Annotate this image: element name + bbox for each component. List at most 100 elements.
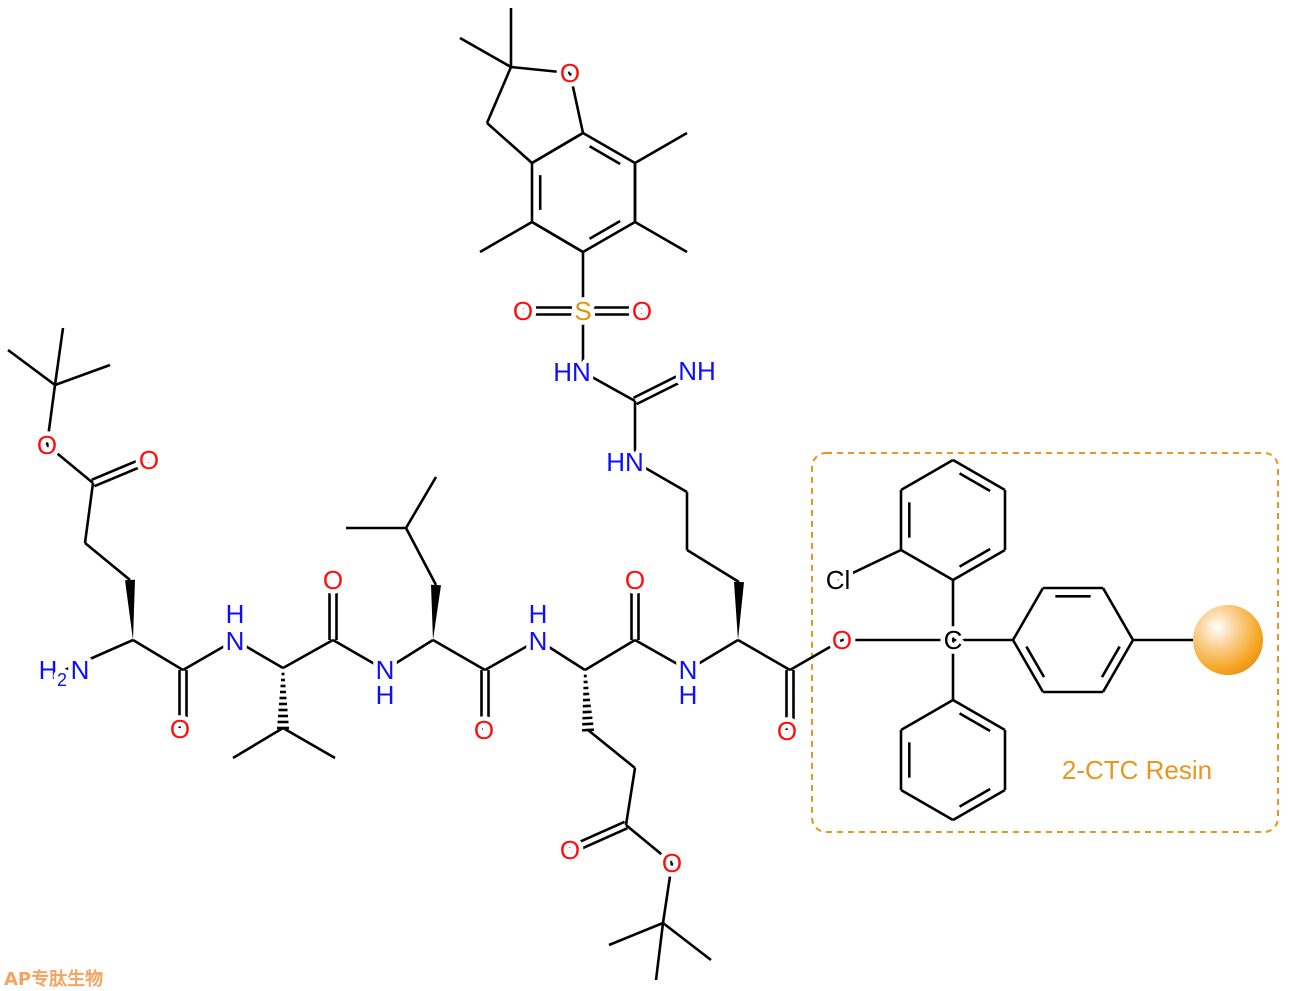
- atom-o: O: [632, 296, 652, 326]
- double-bond: [635, 372, 698, 406]
- aromatic-bond: [1100, 645, 1121, 678]
- single-bond: [84, 541, 131, 582]
- ring-bond: [582, 220, 636, 254]
- aromatic-bond: [958, 712, 991, 733]
- atom-o: O: [560, 58, 580, 88]
- single-bond: [537, 638, 586, 672]
- single-bond: [608, 921, 664, 947]
- ring-bond: [1011, 639, 1045, 693]
- ring-bond: [900, 698, 954, 732]
- hash-bond: [581, 728, 595, 732]
- single-bond: [53, 327, 65, 386]
- single-bond: [404, 527, 438, 586]
- ring-bond: [952, 698, 1006, 732]
- bonds: [7, 8, 1193, 981]
- single-bond: [459, 36, 512, 69]
- ring-bond: [900, 788, 954, 822]
- single-bond: [234, 638, 284, 670]
- atom-o: O: [513, 296, 533, 326]
- atom-cl: Cl: [826, 565, 851, 595]
- ring-bond: [952, 788, 1006, 822]
- watermark-logo: AP专肽生物: [4, 968, 103, 990]
- single-bond: [587, 728, 636, 770]
- single-bond: [634, 638, 689, 672]
- aromatic-bond: [588, 145, 621, 166]
- atom-h: H: [226, 599, 245, 629]
- atom-h: H: [39, 655, 58, 685]
- single-bond: [662, 921, 712, 962]
- atom-n: N: [71, 655, 90, 685]
- wedge-bond: [431, 584, 441, 640]
- aromatic-bond: [958, 787, 991, 808]
- atom-o: O: [37, 430, 57, 460]
- single-bond: [282, 638, 334, 670]
- atom-c: C: [944, 625, 963, 655]
- single-bond: [661, 862, 674, 924]
- double-bond: [570, 827, 628, 855]
- aromatic-bond: [588, 219, 621, 240]
- atom-o: O: [662, 848, 682, 878]
- ring-bond: [531, 131, 584, 165]
- single-bond: [584, 638, 636, 672]
- double-bond: [91, 455, 148, 481]
- ring-bond: [531, 220, 584, 254]
- atom-o: O: [832, 625, 852, 655]
- single-bond: [54, 363, 111, 387]
- atom-o: O: [777, 716, 797, 746]
- single-bond: [282, 726, 336, 760]
- wedge-bond: [125, 579, 135, 640]
- double-bond: [568, 820, 626, 848]
- resin-box: [811, 452, 1279, 833]
- single-bond: [568, 72, 585, 134]
- single-bond: [582, 370, 636, 403]
- single-bond: [45, 384, 57, 446]
- single-bond: [384, 638, 434, 672]
- ring-bond: [900, 548, 954, 582]
- single-bond: [737, 638, 791, 672]
- single-bond: [484, 638, 539, 672]
- single-bond: [510, 65, 571, 75]
- single-bond: [64, 638, 134, 672]
- single-bond: [83, 482, 95, 544]
- hash-bond: [582, 722, 594, 726]
- single-bond: [232, 726, 284, 760]
- single-bond: [182, 638, 236, 672]
- atom-o: O: [560, 835, 580, 865]
- aromatic-bond: [1025, 645, 1046, 678]
- atom-n: N: [679, 655, 698, 685]
- atom-n: N: [226, 626, 245, 656]
- ring-bond: [952, 548, 1006, 582]
- resin-label: 2-CTC Resin: [1062, 755, 1212, 785]
- single-bond: [625, 823, 673, 865]
- single-bond: [432, 638, 486, 672]
- double-bond: [93, 462, 150, 488]
- atom-h: H: [376, 680, 395, 710]
- atom-h: H: [529, 599, 548, 629]
- ring-bond: [952, 458, 1006, 492]
- atom-h: H: [679, 680, 698, 710]
- double-bond: [632, 366, 695, 400]
- single-bond: [479, 220, 533, 254]
- atom-nh: HN: [606, 447, 644, 477]
- single-bond: [837, 548, 902, 582]
- ring-bond: [1101, 639, 1135, 693]
- atom-o: O: [474, 715, 494, 745]
- single-bond: [46, 443, 94, 485]
- single-bond: [789, 638, 843, 672]
- atom-o: O: [170, 714, 190, 744]
- ring-bond: [1101, 587, 1135, 641]
- atom-nh: HN: [553, 357, 591, 387]
- resin-bead-icon: [1193, 605, 1263, 675]
- aromatic-bond: [958, 472, 991, 493]
- single-bond: [485, 66, 513, 124]
- single-bond: [486, 122, 533, 164]
- single-bond: [332, 638, 386, 672]
- atom-s: S: [574, 296, 591, 326]
- single-bond: [624, 767, 637, 826]
- wedge-bond: [734, 581, 744, 640]
- single-bond: [634, 131, 688, 165]
- single-bond: [634, 220, 688, 254]
- atom-n: N: [376, 655, 395, 685]
- single-bond: [654, 922, 665, 981]
